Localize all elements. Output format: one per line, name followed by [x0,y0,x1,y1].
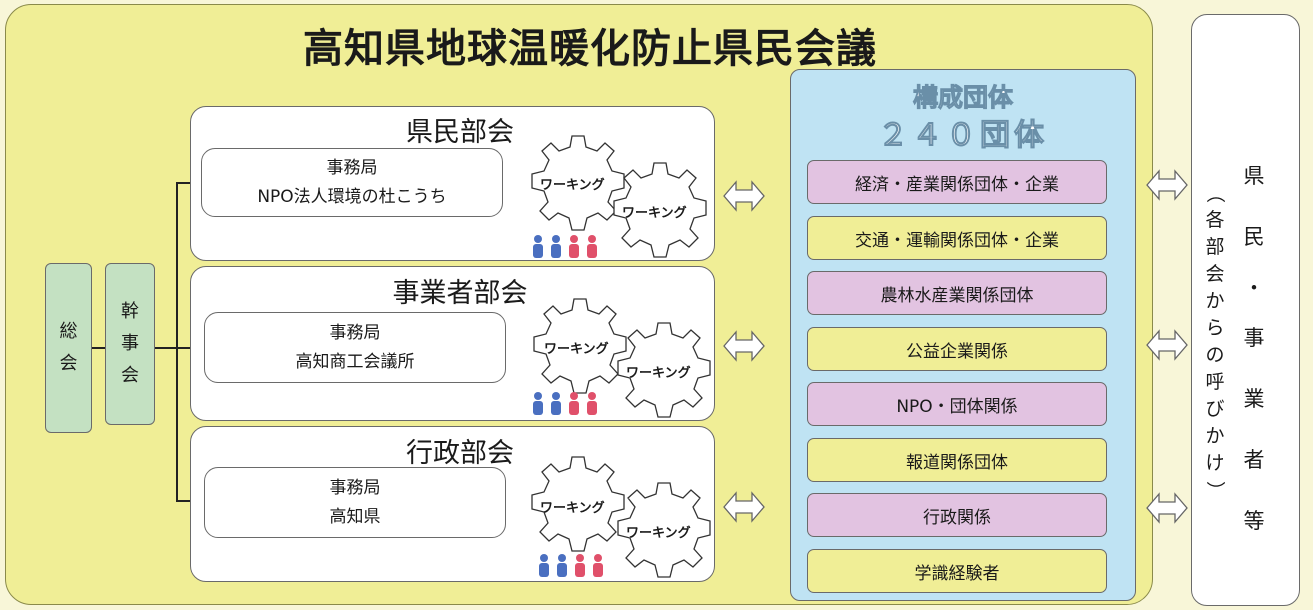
working-label: ワーキング [544,342,609,357]
citizens-sub-char: の [1205,344,1225,366]
executive-committee-char: 会 [121,365,139,386]
working-label: ワーキング [540,501,605,516]
secretariat-name: 高知県 [329,506,381,527]
citizens-sub-char: け [1205,452,1225,474]
general-assembly-box: 総 会 [45,263,92,433]
org-item: 学識経験者 [807,549,1107,593]
citizens-sub-char: ら [1205,317,1225,339]
general-assembly-char: 総 [59,321,78,342]
people-icon-group [539,554,603,577]
person-icon [557,554,567,577]
connector-branch [176,347,192,349]
working-label: ワーキング [626,366,691,381]
citizens-sub-char: 各 [1205,209,1225,231]
constituents-title: 構成団体 [912,83,1013,113]
org-item: 交通・運輸関係団体・企業 [807,216,1107,260]
citizens-char: 県 [1243,164,1265,188]
secretariat-label: 事務局 [329,322,381,343]
citizens-sub-char: 部 [1205,236,1225,258]
citizens-char: 等 [1243,509,1265,533]
general-assembly-char: 会 [59,353,78,374]
double-arrow-icon [723,331,765,361]
executive-committee-char: 幹 [121,301,139,322]
citizens-sub-char: び [1205,398,1225,420]
double-arrow-icon [723,181,765,211]
double-arrow-icon [723,492,765,522]
person-icon [587,235,597,258]
citizens-sub-char: 会 [1205,263,1225,285]
secretariat-box: 事務局 高知商工会議所 [204,312,506,383]
citizens-sub-char: ） [1204,480,1227,501]
citizens-char: 民 [1243,225,1265,249]
citizens-char: 業 [1243,387,1265,411]
double-arrow-icon [1146,170,1188,200]
person-icon [533,392,543,415]
connector-line [92,347,105,349]
citizens-sub-char: 呼 [1205,371,1225,393]
org-item: 行政関係 [807,493,1107,537]
person-icon [593,554,603,577]
person-icon [551,235,561,258]
people-icon-group [533,392,597,415]
org-item: 公益企業関係 [807,327,1107,371]
org-item: 報道関係団体 [807,438,1107,482]
working-label: ワーキング [540,178,605,193]
executive-committee-char: 事 [121,333,139,354]
working-label: ワーキング [626,526,691,541]
connector-trunk [176,182,178,502]
secretariat-name: NPO法人環境の杜こうち [257,186,447,207]
page-title: 高知県地球温暖化防止県民会議 [303,26,877,72]
citizens-sub-char: か [1205,425,1225,447]
working-label: ワーキング [622,206,687,221]
secretariat-box: 事務局 NPO法人環境の杜こうち [201,148,503,217]
citizens-subtitle: （ 各 部 会 か ら の 呼 び か け ） [1202,180,1228,504]
citizens-panel [1191,14,1300,606]
citizens-char: 事 [1243,326,1265,350]
org-item: NPO・団体関係 [807,382,1107,426]
executive-committee-box: 幹 事 会 [105,263,155,425]
connector-branch [176,182,192,184]
citizen-subcommittee-title: 県民部会 [406,117,514,148]
person-icon [575,554,585,577]
secretariat-name: 高知商工会議所 [295,351,415,372]
double-arrow-icon [1146,493,1188,523]
citizens-sub-char: （ [1204,183,1227,204]
secretariat-box: 事務局 高知県 [204,467,506,538]
person-icon [539,554,549,577]
government-subcommittee-title: 行政部会 [406,438,514,469]
org-item: 農林水産業関係団体 [807,271,1107,315]
person-icon [551,392,561,415]
citizens-title: 県 民 ・ 事 業 者 等 [1236,146,1272,552]
constituents-count: ２４０団体 [878,118,1048,154]
connector-branch [176,500,192,502]
org-item: 経済・産業関係団体・企業 [807,160,1107,204]
secretariat-label: 事務局 [329,477,381,498]
business-subcommittee-title: 事業者部会 [392,278,528,309]
person-icon [587,392,597,415]
citizens-char: 者 [1243,448,1265,472]
secretariat-label: 事務局 [326,157,378,178]
person-icon [569,235,579,258]
citizens-sub-char: か [1205,290,1225,312]
person-icon [569,392,579,415]
people-icon-group [533,235,597,258]
connector-line [155,347,178,349]
double-arrow-icon [1146,330,1188,360]
citizens-char: ・ [1243,276,1265,300]
person-icon [533,235,543,258]
